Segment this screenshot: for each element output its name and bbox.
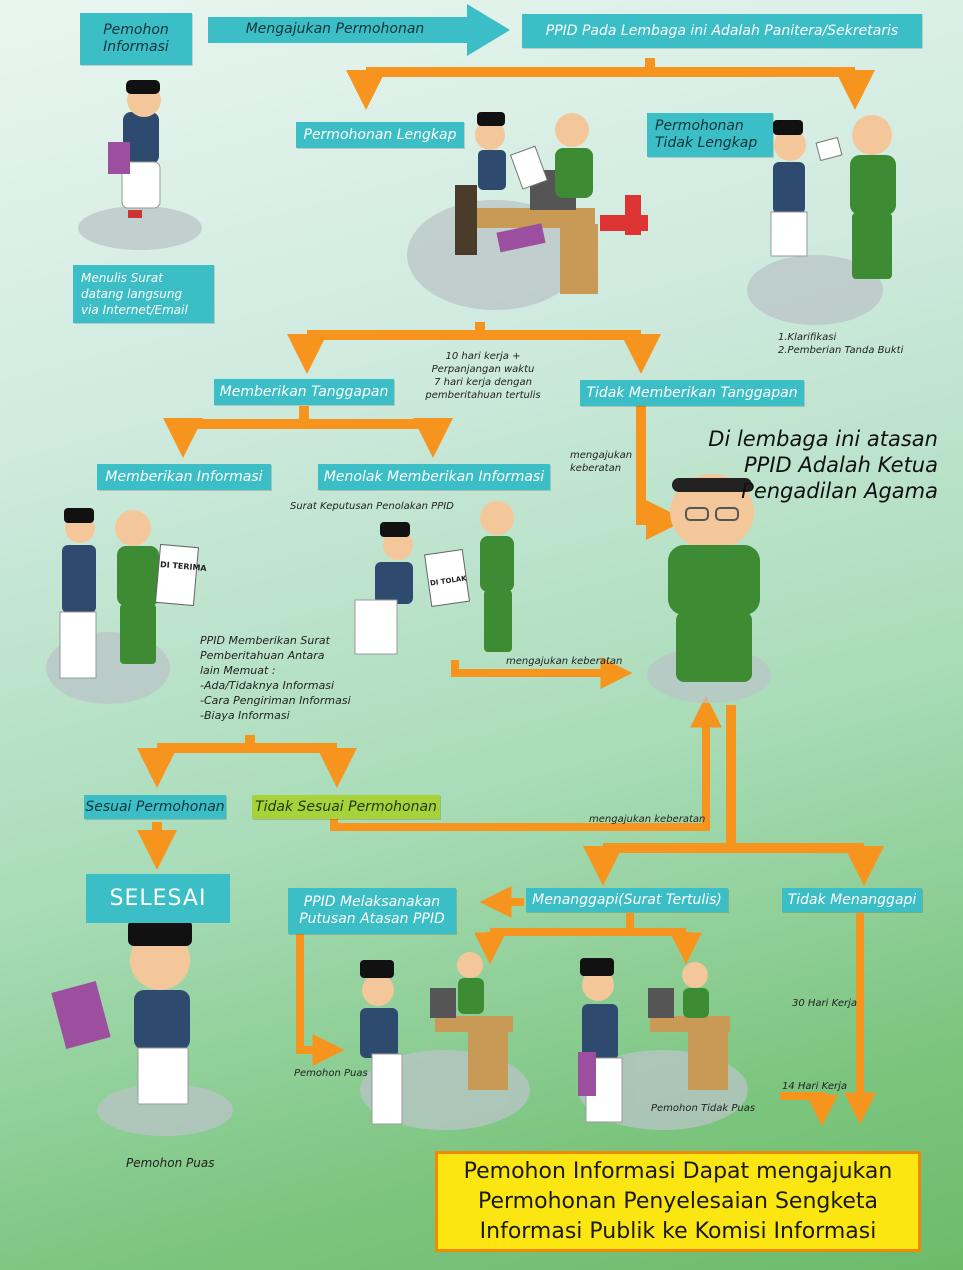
note-pemohon-tidak-puas: Pemohon Tidak Puas — [651, 1103, 756, 1114]
arrow-14-hari — [780, 1092, 838, 1127]
note-surat-keputusan: Surat Keputusan Penolakan PPID — [290, 501, 454, 512]
note-mengajukan-keberatan-3: mengajukan keberatan — [589, 814, 706, 825]
figure-atasan-ppid — [668, 474, 760, 682]
box-permohonan-lengkap: Permohonan Lengkap — [296, 122, 464, 148]
figure-memberikan-informasi — [59, 508, 199, 679]
arrow-top-split — [366, 58, 855, 92]
figure-pemohon-walking — [108, 80, 161, 218]
big-teal-arrow — [208, 4, 510, 56]
note-ppid-memberikan-surat: PPID Memberikan Surat Pemberitahuan Anta… — [200, 634, 351, 722]
arrow-lower-split — [157, 735, 337, 770]
box-sesuai-permohonan: Sesuai Permohonan — [84, 795, 226, 819]
arrow-atasan-split — [603, 705, 864, 868]
note-hari-kerja: 10 hari kerja + Perpanjangan waktu 7 har… — [425, 351, 541, 401]
box-menulis-surat: Menulis Surat datang langsung via Intern… — [73, 265, 214, 323]
figure-pemohon-tidak-puas-desk — [578, 958, 730, 1123]
arrow-tanggapan-split — [183, 406, 433, 440]
note-mengajukan-keberatan-2: mengajukan keberatan — [506, 656, 623, 667]
box-mengajukan-permohonan: Mengajukan Permohonan — [245, 20, 425, 37]
note-30-hari: 30 Hari Kerja — [792, 998, 857, 1009]
figure-pemohon-selesai — [51, 920, 192, 1105]
note-14-hari: 14 Hari Kerja — [782, 1081, 847, 1092]
final-komisi-informasi: Pemohon Informasi Dapat mengajukan Permo… — [435, 1151, 921, 1252]
arrow-back-to-atasan — [330, 695, 722, 831]
shadow-selesai — [97, 1084, 233, 1136]
box-ppid-melaksanakan: PPID Melaksanakan Putusan Atasan PPID — [288, 888, 456, 934]
arrow-to-pemohon-puas — [296, 933, 345, 1066]
note-pemohon-puas-2: Pemohon Puas — [126, 1156, 215, 1170]
arrow-mid-split — [307, 322, 641, 356]
shadow-tidak-lengkap — [747, 255, 883, 325]
box-pemohon-informasi: Pemohon Informasi — [80, 13, 192, 65]
note-mengajukan-keberatan-1: mengajukan keberatan — [570, 450, 633, 474]
arrow-menanggapi-split — [490, 913, 686, 950]
note-pemohon-puas-1: Pemohon Puas — [294, 1068, 368, 1079]
arrow-menolak-to-atasan — [451, 657, 633, 689]
box-menolak-memberikan-informasi: Menolak Memberikan Informasi — [318, 464, 550, 490]
box-menanggapi: Menanggapi(Surat Tertulis) — [526, 888, 728, 912]
arrow-to-atasan — [636, 405, 686, 540]
figure-pemohon-puas-desk — [360, 952, 513, 1125]
figure-handshake — [770, 115, 896, 279]
note-klarifikasi: 1.Klarifikasi 2.Pemberian Tanda Bukti — [778, 332, 904, 356]
box-permohonan-tidak-lengkap: Permohonan Tidak Lengkap — [647, 113, 773, 157]
box-tidak-sesuai-permohonan: Tidak Sesuai Permohonan — [252, 795, 440, 819]
box-selesai: SELESAI — [86, 874, 230, 923]
atasan-ppid-caption: Di lembaga ini atasan PPID Adalah Ketua … — [708, 427, 938, 503]
figure-desk-lengkap — [455, 112, 648, 294]
figure-menolak — [354, 501, 514, 655]
shadow-pemohon — [78, 206, 202, 250]
box-memberikan-tanggapan: Memberikan Tanggapan — [214, 379, 394, 405]
box-memberikan-informasi: Memberikan Informasi — [97, 464, 271, 490]
box-ppid-panitera: PPID Pada Lembaga ini Adalah Panitera/Se… — [522, 14, 922, 48]
box-tidak-memberikan-tanggapan: Tidak Memberikan Tanggapan — [580, 380, 804, 406]
box-tidak-menanggapi: Tidak Menanggapi — [782, 888, 922, 912]
